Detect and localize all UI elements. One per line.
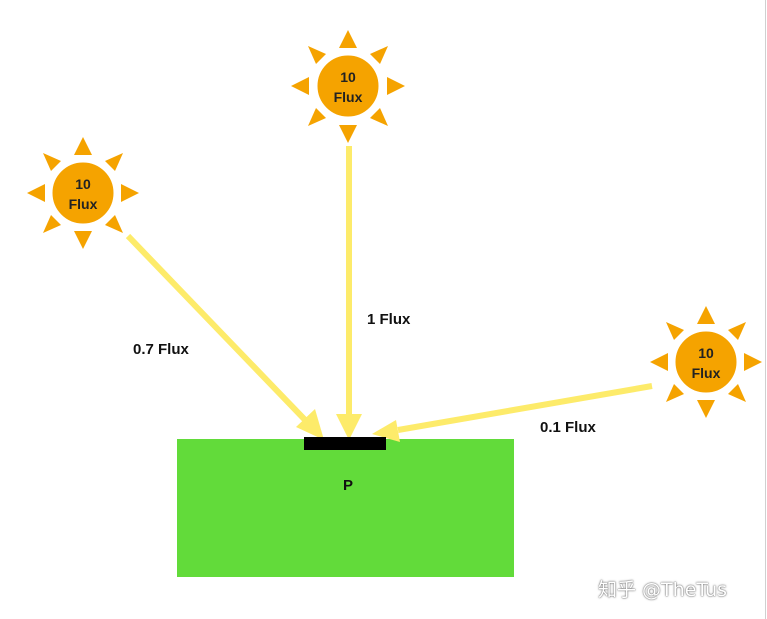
sun-top-value: 10 <box>340 69 356 85</box>
sun-left-rays <box>27 137 139 249</box>
beam-left <box>125 233 324 440</box>
right-edge-divider <box>765 0 766 619</box>
sun-left-body <box>47 157 119 229</box>
watermark: 知乎 @TheTus <box>598 579 728 601</box>
sun-left: 10 Flux <box>27 137 139 249</box>
sun-top-rays <box>291 30 405 143</box>
sun-right-rays <box>650 306 762 418</box>
beam-right-arrowhead <box>372 420 400 442</box>
beam-top-arrowhead <box>336 414 362 440</box>
sun-right-unit: Flux <box>692 365 721 381</box>
point-p-label: P <box>343 477 353 494</box>
beam-right-label: 0.1 Flux <box>540 419 597 436</box>
sun-right-body <box>670 326 742 398</box>
beam-top-label: 1 Flux <box>367 311 411 328</box>
beam-left-arrowhead <box>296 409 324 440</box>
beam-left-label: 0.7 Flux <box>133 341 190 358</box>
surface-rect <box>177 439 514 577</box>
sun-top-body <box>312 50 384 122</box>
sun-right: 10 Flux <box>650 306 762 418</box>
sun-right-value: 10 <box>698 345 714 361</box>
patch-p <box>304 437 386 450</box>
sun-left-unit: Flux <box>69 196 98 212</box>
sun-left-value: 10 <box>75 176 91 192</box>
beam-right <box>372 383 653 442</box>
sun-top-unit: Flux <box>334 89 363 105</box>
beam-top <box>336 146 362 440</box>
sun-top: 10 Flux <box>291 30 405 143</box>
